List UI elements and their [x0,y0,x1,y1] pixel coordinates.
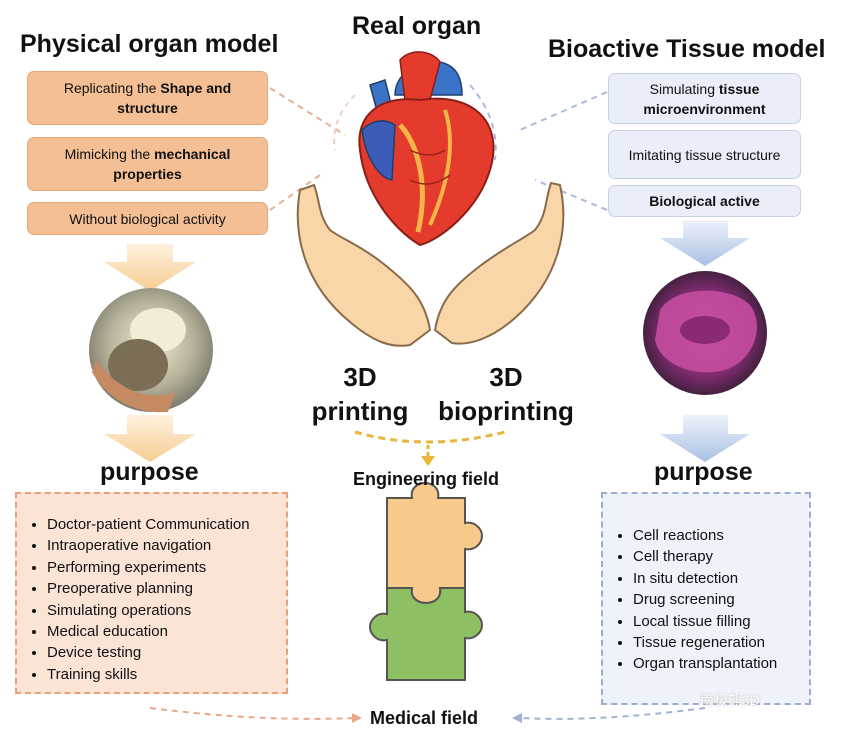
physical-box-mechanical: Mimicking the mechanical properties [27,137,268,191]
bioactive-box-microenvironment: Simulating tissue microenvironment [608,73,801,124]
list-item: Local tissue filling [633,611,809,632]
list-item: Cell therapy [633,546,809,567]
left-arrow-top [104,244,196,291]
label-line: bioprinting [438,396,574,426]
list-item: Simulating operations [47,600,286,621]
label-line: printing [311,396,409,426]
physical-purpose-list: Doctor-patient Communication Intraoperat… [15,492,288,694]
list-item: In situ detection [633,568,809,589]
cupped-hands-illustration [296,181,565,347]
purpose-heading-right: purpose [654,458,753,486]
list-item: Doctor-patient Communication [47,514,286,535]
list-item: Device testing [47,642,286,663]
bioprinted-tissue-photo [643,271,767,395]
box-text-bold: tissue microenvironment [643,80,766,117]
list-item: Organ transplantation [633,653,809,674]
list-item: Intraoperative navigation [47,535,286,556]
list-item: Drug screening [633,589,809,610]
medical-field-label: Medical field [370,708,479,728]
physical-box-no-activity: Without biological activity [27,202,268,235]
box-text: Replicating the [63,80,161,96]
left-connectors [269,87,346,211]
box-text-bold: mechanical properties [113,146,231,182]
engineering-field-label: Engineering field [353,469,500,489]
box-text-bold: Biological active [649,193,760,209]
heart-illustration [358,51,495,247]
right-connectors [469,84,608,211]
bioactive-purpose-items: Cell reactions Cell therapy In situ dete… [603,525,809,675]
bioactive-purpose-list: Cell reactions Cell therapy In situ dete… [601,492,811,705]
3d-printing-label: 3D printing [305,360,415,428]
box-text: Without biological activity [69,210,226,227]
physical-box-shape: Replicating the Shape and structure [27,71,268,125]
bioactive-box-structure: Imitating tissue structure [608,130,801,179]
box-text: Simulating [649,80,719,97]
puzzle-pieces-illustration [368,481,484,681]
label-line: 3D [343,362,377,392]
printed-heart-photo [89,288,213,413]
list-item: Preoperative planning [47,578,286,599]
left-arrow-bottom [104,415,196,462]
box-text: Imitating tissue structure [628,146,781,163]
physical-organ-model-title: Physical organ model [20,30,279,58]
list-item: Tissue regeneration [633,632,809,653]
right-arrow-bottom [660,415,750,462]
bioactive-box-active: Biological active [608,185,801,217]
list-item: Performing experiments [47,557,286,578]
right-arrow-top [660,220,750,266]
list-item: Cell reactions [633,525,809,546]
physical-purpose-items: Doctor-patient Communication Intraoperat… [17,514,286,685]
real-organ-title: Real organ [352,12,482,40]
watermark: 南极熊3D [700,692,760,708]
purpose-heading-left: purpose [100,458,199,486]
3d-bioprinting-label: 3D bioprinting [436,360,576,428]
box-text: Mimicking the [64,146,155,162]
box-text-bold: Shape and structure [117,80,232,116]
list-item: Training skills [47,664,286,685]
list-item: Medical education [47,621,286,642]
label-line: 3D [489,362,523,392]
bioactive-tissue-model-title: Bioactive Tissue model [548,35,826,63]
